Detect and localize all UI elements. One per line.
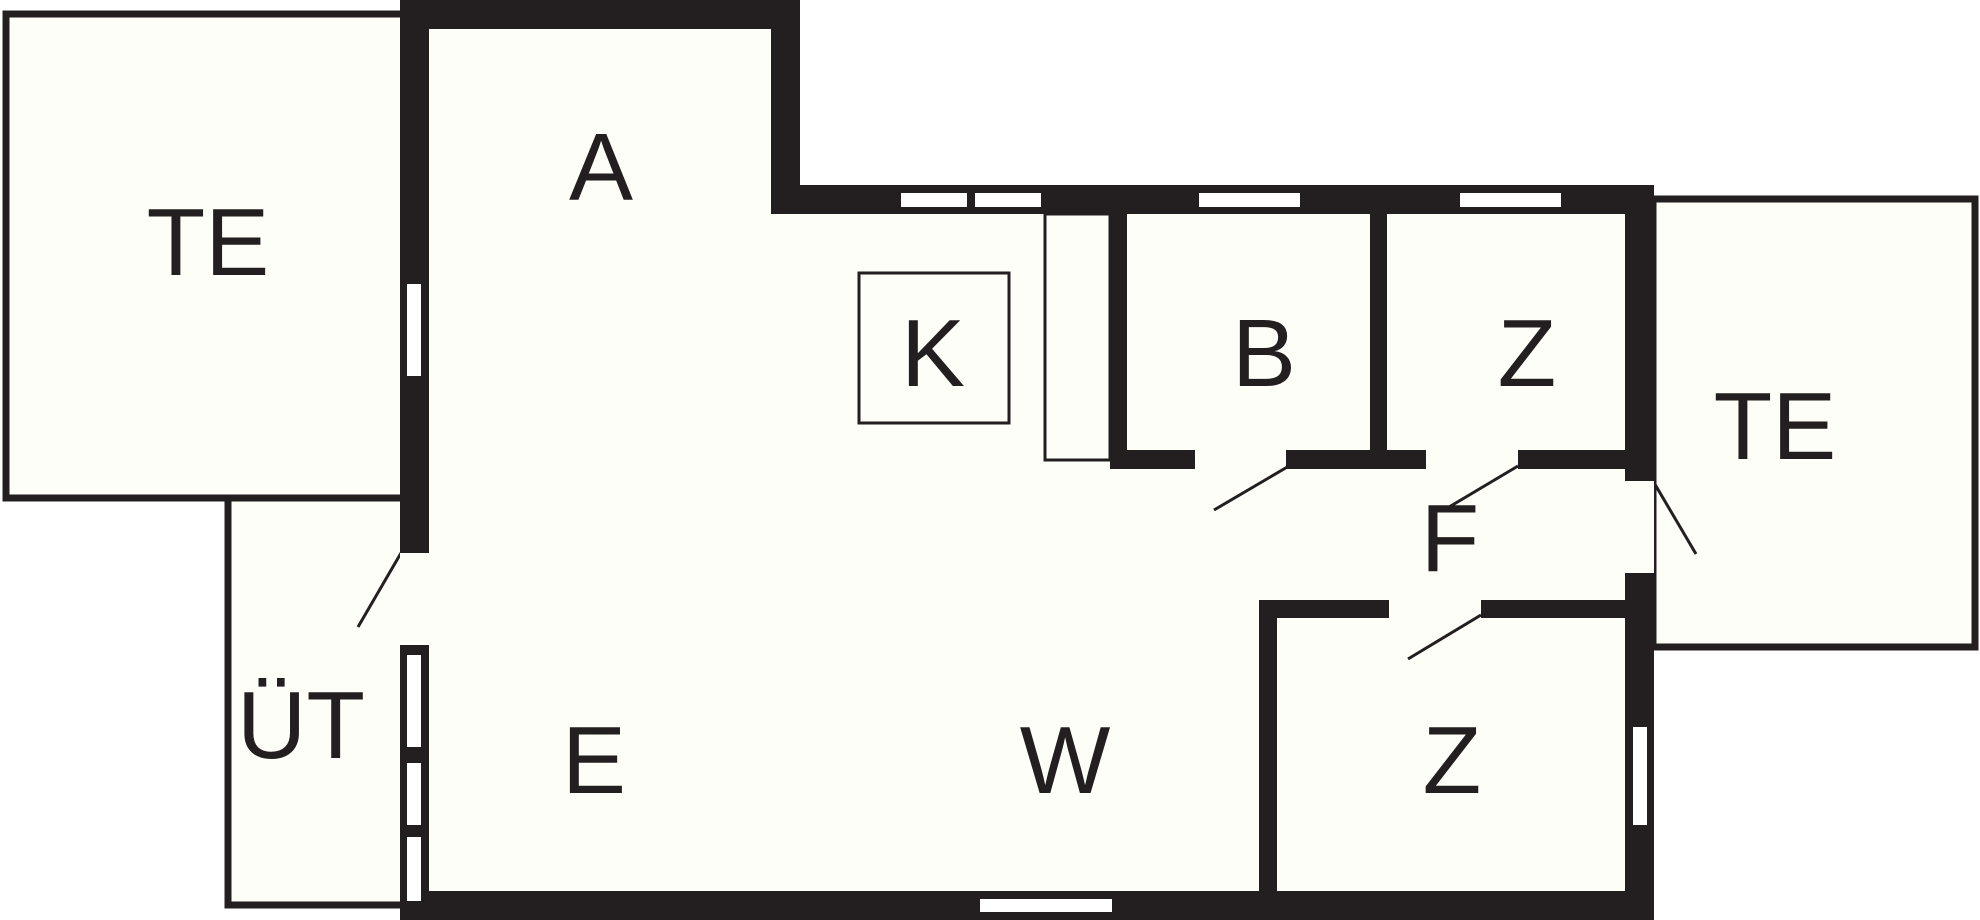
label-room-upper: Z [1498, 300, 1557, 407]
label-kitchen-area: A [569, 114, 633, 221]
label-room-lower: Z [1423, 707, 1482, 814]
window [975, 193, 1041, 207]
room-labels: TE A K B Z TE F ÜT E W Z [147, 114, 1837, 814]
window [1633, 727, 1647, 825]
wall [1286, 450, 1426, 469]
doors [356, 464, 1698, 661]
label-kitchen-island: K [901, 300, 965, 407]
wall [1518, 450, 1640, 469]
label-dining: E [562, 707, 626, 814]
door-leaf [1651, 480, 1698, 555]
label-terrace-right: TE [1714, 373, 1837, 480]
window [407, 284, 421, 376]
terrace-left-area [2, 10, 411, 502]
wall [400, 0, 800, 29]
window [901, 193, 967, 207]
wall [1625, 185, 1654, 481]
pantry-partition [1043, 212, 1112, 462]
kitchen-island [857, 271, 1011, 425]
windows [407, 193, 1647, 912]
label-hallway: F [1421, 485, 1480, 592]
door-opening [1625, 481, 1654, 573]
door-leaf [1443, 464, 1519, 512]
wall [400, 0, 429, 553]
window [407, 763, 421, 825]
door-leaf [1213, 464, 1290, 512]
wall [1259, 600, 1277, 905]
window [1460, 193, 1561, 207]
wall [1481, 600, 1640, 618]
label-terrace-left: TE [147, 189, 270, 296]
main-floor-area [414, 14, 1640, 905]
utility-area [224, 494, 411, 909]
wall [1370, 199, 1387, 469]
wall [1259, 600, 1389, 618]
wall [1110, 450, 1195, 469]
walls [400, 0, 1654, 920]
window [407, 655, 421, 747]
door-leaf [356, 552, 403, 628]
wall [1110, 199, 1127, 469]
window [980, 899, 1112, 912]
door-opening [400, 553, 429, 645]
floor-areas [2, 10, 1979, 909]
wall [771, 0, 800, 214]
label-bathroom: B [1232, 300, 1296, 407]
terrace-right-area [1649, 195, 1979, 651]
door-leaf [1407, 613, 1482, 661]
label-utility: ÜT [237, 672, 365, 779]
window [1199, 193, 1300, 207]
label-living: W [1020, 707, 1111, 814]
window [407, 837, 421, 901]
